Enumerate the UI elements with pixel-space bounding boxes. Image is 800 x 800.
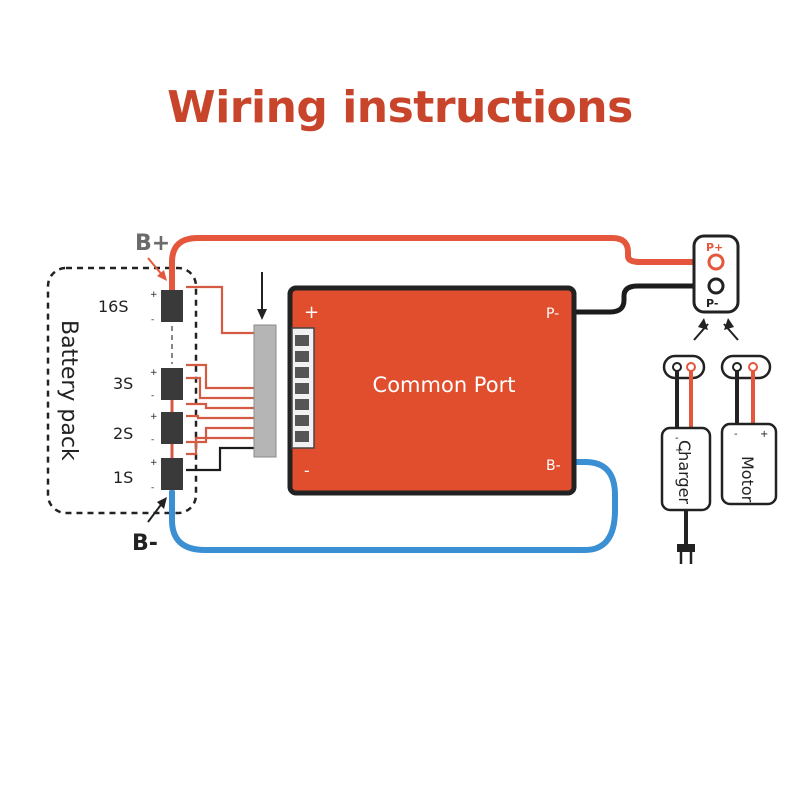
balance-wires xyxy=(186,285,262,472)
charger-mains-plug xyxy=(677,544,695,552)
board-p-minus-label: P- xyxy=(546,306,559,322)
cell-16s xyxy=(161,290,183,322)
b-minus-arrowhead xyxy=(157,497,167,509)
cell-polarity-marks: + - + - + - + - xyxy=(150,290,158,493)
motor-arrowhead xyxy=(724,318,734,330)
p-minus-terminal xyxy=(707,277,725,295)
b-plus-arrowhead xyxy=(157,270,167,281)
p-plus-label: P+ xyxy=(706,241,723,254)
svg-text:-: - xyxy=(151,435,154,445)
board-b-minus-label: B- xyxy=(546,458,561,474)
motor-label: Motor xyxy=(738,456,757,503)
charger-arrowhead xyxy=(698,318,708,330)
cell-label-2s: 2S xyxy=(113,424,133,443)
b-minus-wire xyxy=(169,459,618,553)
board-label: Common Port xyxy=(373,373,516,397)
page-title: Wiring instructions xyxy=(167,82,633,133)
cell-2s xyxy=(161,412,183,444)
insert-arrowhead xyxy=(257,309,267,320)
balance-connector xyxy=(253,324,277,458)
board-plus-label: + xyxy=(304,302,319,323)
p-minus-label: P- xyxy=(706,297,718,310)
battery-pack-outline xyxy=(46,266,198,515)
b-minus-label: B- xyxy=(132,531,158,556)
battery-cells xyxy=(161,290,183,490)
bms-board xyxy=(287,285,577,496)
charger-minus: - xyxy=(675,433,679,444)
b-plus-wire xyxy=(169,235,719,293)
svg-text:+: + xyxy=(150,458,158,468)
board-minus-label: - xyxy=(304,461,310,480)
charger-plug xyxy=(662,354,706,380)
svg-text:+: + xyxy=(150,368,158,378)
p-plus-terminal xyxy=(707,253,725,271)
battery-pack-label: Battery pack xyxy=(56,320,81,461)
p-minus-wire xyxy=(569,283,719,315)
motor-plug xyxy=(720,354,772,380)
motor-plus: + xyxy=(760,429,768,440)
output-port xyxy=(692,234,740,314)
cell-label-1s: 1S xyxy=(113,468,133,487)
socket-pins xyxy=(295,335,309,442)
cell-label-16s: 16S xyxy=(98,297,129,316)
cell-3s xyxy=(161,368,183,400)
cell-label-3s: 3S xyxy=(113,374,133,393)
b-plus-label: B+ xyxy=(135,231,170,256)
svg-text:-: - xyxy=(151,315,154,325)
cell-1s xyxy=(161,458,183,490)
svg-text:-: - xyxy=(151,391,154,401)
svg-text:+: + xyxy=(150,290,158,300)
svg-text:-: - xyxy=(151,483,154,493)
motor-body xyxy=(720,422,778,506)
charger-plus: + xyxy=(675,445,683,456)
motor-minus: - xyxy=(734,429,738,440)
svg-text:+: + xyxy=(150,412,158,422)
charger-label: Charger xyxy=(675,440,694,504)
